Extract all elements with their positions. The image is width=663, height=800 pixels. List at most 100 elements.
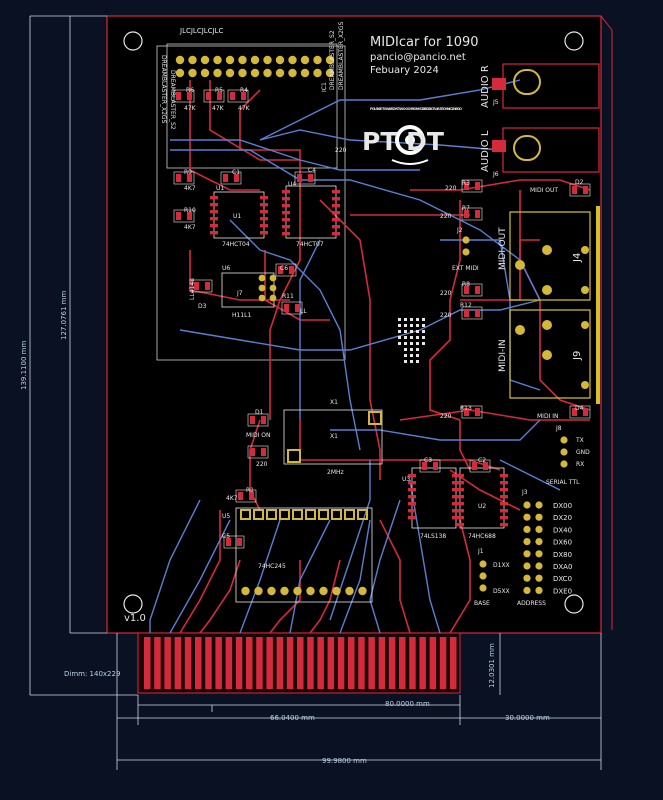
r3-value: 220 <box>445 185 457 192</box>
u5-part: 74HC245 <box>258 563 286 570</box>
r11-value-top: 220 <box>335 147 347 154</box>
address-pin <box>523 562 531 570</box>
chip-pin <box>210 210 218 214</box>
edge-finger <box>368 637 375 689</box>
smd-pad <box>176 92 181 100</box>
midi-out-connector <box>509 211 591 301</box>
smd-pad <box>241 92 246 100</box>
base-pin <box>479 584 487 592</box>
header-pin <box>213 68 222 78</box>
dim-100: 99.9800 mm <box>322 757 367 765</box>
chip-pin <box>456 502 464 506</box>
tx-label: TX <box>575 437 584 444</box>
c2-label: C2 <box>478 457 486 464</box>
edge-finger <box>388 637 396 689</box>
dip-pin <box>344 509 355 520</box>
j8-label: J8 <box>555 425 562 432</box>
r10-value: 4K7 <box>184 224 196 231</box>
smd-pad <box>475 182 480 190</box>
j6-label: J6 <box>492 171 499 178</box>
edge-finger <box>348 637 355 689</box>
chip-pin <box>260 196 268 200</box>
smd-pad <box>475 286 480 294</box>
smd-outline <box>203 89 225 103</box>
d4-label: D4 <box>575 405 584 412</box>
smd-pad <box>206 92 211 100</box>
address-option-dx60: DX60 <box>553 539 572 547</box>
r1-value: 4K7 <box>226 495 238 502</box>
edge-finger <box>144 637 151 689</box>
dimension-lines <box>29 15 602 770</box>
smd-outline <box>281 301 303 315</box>
chip-pin <box>500 495 508 499</box>
smd-pad <box>250 448 255 456</box>
dip-pin <box>345 586 354 596</box>
edge-connector <box>137 632 461 694</box>
grid-via <box>404 324 407 327</box>
smd-pad <box>261 416 266 424</box>
header-pin <box>175 55 185 65</box>
opto-pin <box>258 294 266 302</box>
r6-value: 47K <box>184 105 197 112</box>
chip-pin <box>260 217 268 221</box>
r8-value: 220 <box>440 290 452 297</box>
dip-pin <box>266 509 277 520</box>
smd-pad <box>187 92 192 100</box>
dim-inner-height: 127.0761 mm <box>60 291 68 340</box>
midi-in-connector-label: MIDI-IN <box>498 339 508 372</box>
smd-pad <box>289 266 294 274</box>
address-jumper-pins <box>523 501 543 595</box>
edge-finger <box>419 637 426 689</box>
chip-pin <box>408 509 416 513</box>
edge-finger <box>307 637 314 689</box>
grid-via <box>404 318 407 321</box>
edge-finger <box>235 637 243 689</box>
u1-label-2: U1 <box>233 213 241 220</box>
r13-label: R13 <box>460 405 472 412</box>
header-pin <box>325 68 335 78</box>
audio-r-label: AUDIO R <box>480 65 491 108</box>
chip-pin <box>500 509 508 513</box>
chip-u2 <box>456 467 508 529</box>
opto-pin <box>258 274 266 282</box>
address-pin <box>535 550 543 558</box>
smd-pad <box>583 408 588 416</box>
header-pin <box>175 68 185 78</box>
ext-midi-pins <box>462 236 470 256</box>
chip-u5 <box>235 507 373 603</box>
grid-via <box>404 342 407 345</box>
header-pin <box>200 68 210 78</box>
edge-finger <box>358 637 365 689</box>
crystal-freq: 2MHz <box>327 469 344 476</box>
logo-caption: POLSKIE TOWARZYSTWO OCHRONY DZIEDZICTWA … <box>370 107 462 111</box>
board-date: Febuary 2024 <box>370 65 439 76</box>
header-pin <box>325 55 335 65</box>
d1xx-label: D1XX <box>493 562 510 569</box>
address-option-dx00: DX00 <box>553 502 572 510</box>
edge-finger <box>195 637 202 689</box>
smd-pad <box>475 210 480 218</box>
smd-pad <box>295 304 300 312</box>
ext-midi-pin <box>462 236 470 244</box>
smd-pad <box>475 309 480 317</box>
chip-u4 <box>282 185 340 239</box>
smd-pad <box>176 174 181 182</box>
smd-pad <box>433 462 438 470</box>
grid-via <box>404 330 407 333</box>
db-label-3: DREAMBLASTER_X2GS <box>338 21 345 90</box>
r3-label: R3 <box>462 180 470 187</box>
board-title: MIDIcar for 1090 <box>370 35 479 50</box>
grid-via <box>416 318 419 321</box>
opto-pin <box>269 294 277 302</box>
chip-pin <box>260 210 268 214</box>
smd-pad <box>475 408 480 416</box>
midi-out-connector-label: MIDI-OUT <box>498 227 508 270</box>
grid-via <box>416 336 419 339</box>
smd-outline <box>173 89 195 103</box>
base-pin <box>479 560 487 568</box>
c4-label: C4 <box>308 167 316 174</box>
serial-pin <box>560 448 568 456</box>
smd-pad <box>572 186 577 194</box>
dip-pin <box>241 586 250 596</box>
